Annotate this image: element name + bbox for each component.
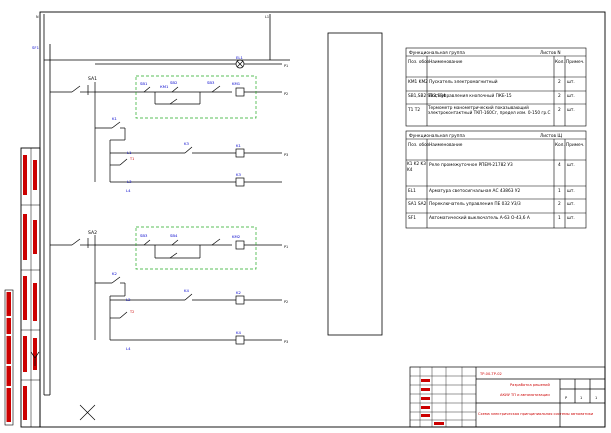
binding-strip [4,155,37,426]
t1-r3-qty: 2 [558,107,561,113]
t2-r1-note: шт. [567,163,575,168]
t2-sheet: Листов Щ [540,133,562,139]
component-table-1: Функциональная группа Листов N Поз. обоз… [405,47,587,127]
sheet-frame [20,11,606,428]
t2-r4-name: Автоматический выключатель А-63 О-43,6 А [429,214,530,221]
t2-r3-qty: 2 [558,201,561,207]
tag2-p3: P3 [284,340,288,344]
tag-p3: P3 [284,153,288,157]
t1-label: T1 [129,157,134,161]
t2-r2-name: Арматура светосигнальная АС 43863 У2 [429,188,520,194]
component-table-2: Функциональная группа Листов Щ Поз. обоз… [405,130,587,229]
tb-sheets: 1 [595,396,597,400]
t1-col-note: Примеч. [566,59,585,65]
t2-r4-qty: 1 [558,215,561,221]
k1-coil-label: K1 [236,143,241,148]
tb-code: ТР-00-ТР-02 [479,372,502,376]
t2-group: Функциональная группа [409,133,465,139]
k4-contact-label: K4 [184,288,189,293]
t2-r4-pos: SF1 [408,215,416,221]
sb1-label: SB1 [140,81,148,86]
t2-r1-qty: 4 [558,162,561,168]
t2-col-name: Наименование [429,142,463,148]
t2-r2-pos: EL1 [408,188,416,194]
tag2-p1: P1 [284,245,288,249]
t1-r1-name: Пускатель электромагнитный [429,78,498,85]
t1-r3-name: Термометр манометрический показывающий э… [428,105,551,115]
t1-r1-note: шт. [567,80,575,85]
sb3-2-label: SB3 [140,233,148,238]
k2-coil-label: K2 [236,290,241,295]
tb-stage: Р [565,396,568,400]
tb-title-line2: АКИУ ТП и автоматизации [500,393,550,397]
k3-coil-label: K3 [236,172,241,177]
selector-sa2-label: SA2 [88,230,97,236]
tag-p1: P1 [284,64,288,68]
wire-l3: L3 [127,179,132,184]
t2-r2-qty: 1 [558,188,561,194]
tag2-p2: P2 [284,300,288,304]
t1-group: Функциональная группа [409,50,465,56]
t2-r1-name: Реле промежуточное РПЕМ-21782 У3 [429,162,513,168]
tb-sheet: 1 [580,396,582,400]
circuit-2: SA2 KM2 SB3 SB4 T2 K2 K4 K2 K4 L2 L4 P1 … [50,226,288,351]
selector-sa1-label: SA1 [88,76,97,82]
terminal-l1: L1 [265,15,269,19]
sb2-label: SB2 [170,80,178,85]
t1-r1-qty: 2 [558,79,561,85]
t2-r3-name: Переключатель управления ПЕ 032 У3/3 [429,201,521,207]
k1-contact-label: K1 [112,116,117,121]
t2-col-note: Примеч. [566,142,585,148]
t1-r2-note: шт. [567,94,575,99]
wire-l4-2: L4 [126,346,131,351]
wire-l4: L4 [126,188,131,193]
t2-r3-pos: SA1 SA2 [408,201,427,207]
sheet-markers [30,351,96,421]
terminal-n: N [36,15,39,19]
wire-l2: L2 [126,297,131,302]
t1-col-name: Наименование [429,59,463,65]
km1-coil-label: KM1 [232,81,241,86]
t2-r2-note: шт. [567,189,575,194]
t1-col-pos: Поз. обоз. [408,59,430,65]
t2-r1-pos: K1 K2 K3 K4 [407,161,426,172]
tb-org: Схема электрическая принципиальная систе… [478,412,594,416]
power-switch: SF1 N L1 [32,15,269,50]
wire-l1: L1 [127,150,132,155]
k4-coil-label: K4 [236,330,241,335]
circuit-1: SA1 EL1 KM1 КМ1 SB1 SB2 SB3 T1 K1 K3 K1 … [50,55,288,193]
t2-r4-note: шт. [567,216,575,221]
t1-r3-note: шт. [567,108,575,113]
empty-panel-box [327,32,383,336]
t1-r1-pos: KM1 KM2 [408,79,428,85]
km2-coil-label: KM2 [232,234,241,239]
tb-title-line1: Разработка решений [510,383,550,387]
sb4-label: SB4 [170,233,178,238]
power-switch-label: SF1 [32,45,40,50]
t2-r3-note: шт. [567,202,575,207]
k3-contact-label: K3 [184,141,189,146]
tag-p2: P2 [284,92,288,96]
t1-r2-name: Пост управления кнопочный ПКЕ-15 [429,92,512,99]
t2-col-qty: Кол. [555,142,565,148]
t1-r2-qty: 2 [558,93,561,99]
km1-aux-label: КМ1 [160,84,169,89]
title-block: ТР-00-ТР-02 Разработка решений АКИУ ТП и… [409,366,606,428]
k2-contact-label: K2 [112,271,117,276]
t1-col-qty: Кол. [555,59,565,65]
sb3-label: SB3 [207,80,215,85]
lamp-el1-label: EL1 [236,55,244,60]
t1-r2-pos: SB1,SB2 SB3,SB4 [408,93,446,99]
t2-label: T2 [129,310,134,314]
power-bus [43,14,290,396]
t2-col-pos: Поз. обоз. [408,142,430,148]
t1-r3-pos: T1 T2 [407,107,420,113]
t1-sheet: Листов N [540,50,561,56]
